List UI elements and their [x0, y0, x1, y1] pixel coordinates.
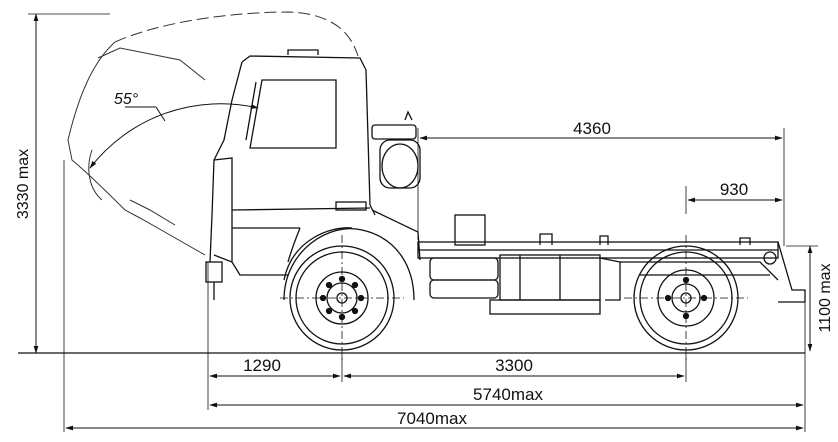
tilted-cab-outline: [67, 11, 359, 256]
chassis-frame: [371, 209, 806, 315]
dimension-930-label: 930: [720, 180, 748, 199]
dimension-1290-label: 1290: [243, 356, 281, 375]
truck-cab: [205, 49, 376, 300]
dimension-7040-label: 7040max: [397, 409, 467, 428]
front-wheel: [283, 227, 415, 351]
tilt-angle-arc: 55°: [89, 91, 259, 169]
total-height-label: 3330 max: [15, 149, 32, 219]
dimension-4360-label: 4360: [573, 119, 611, 138]
dimension-5740-label: 5740max: [473, 385, 543, 404]
dimension-1100-label: 1100 max: [817, 263, 834, 332]
dimension-3300-label: 3300: [495, 356, 533, 375]
tilt-angle-label: 55°: [114, 91, 139, 108]
air-filter: [371, 110, 421, 189]
